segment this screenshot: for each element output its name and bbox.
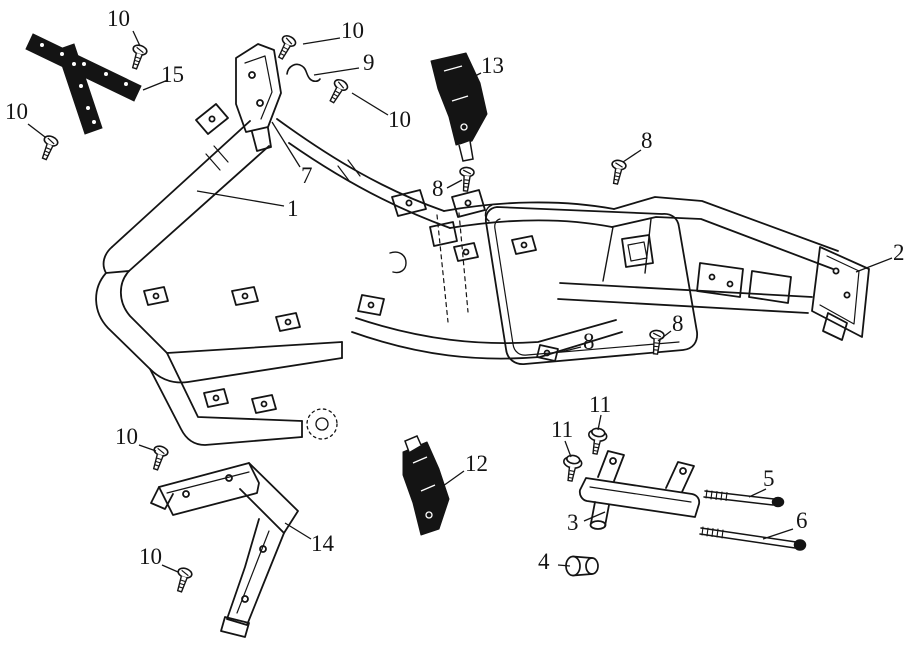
bolt-10-icon: [273, 32, 299, 62]
bolt-10-icon: [36, 133, 60, 163]
callout-part-11: 11: [551, 417, 574, 442]
callout-part-14: 14: [311, 531, 334, 556]
part-4-bushing: [565, 555, 599, 577]
callout-part-3: 3: [567, 510, 579, 535]
callout-part-4: 4: [538, 549, 550, 574]
callout-part-11: 11: [589, 392, 612, 417]
callout-part-1: 1: [287, 196, 299, 221]
bolt-8-icon: [457, 165, 476, 193]
bolt-8-icon: [647, 328, 666, 356]
bolt-8-icon: [607, 158, 628, 186]
callout-part-8: 8: [672, 311, 684, 336]
callout-part-10: 10: [388, 107, 411, 132]
part-12-stand: [402, 435, 450, 536]
callout-part-5: 5: [763, 466, 775, 491]
bolt-11-icon: [584, 426, 609, 457]
part-2-rear-frame: [484, 196, 870, 365]
part-6-long-bolt: [699, 526, 807, 551]
part-15-bracket: [25, 33, 142, 135]
callout-part-8: 8: [641, 128, 653, 153]
callout-part-12: 12: [465, 451, 488, 476]
callout-part-10: 10: [341, 18, 364, 43]
part-5-long-bolt: [703, 489, 785, 508]
leader-lines: [27, 30, 893, 573]
callout-part-6: 6: [796, 508, 808, 533]
bolt-10-icon: [324, 76, 351, 106]
callout-part-10: 10: [5, 99, 28, 124]
callout-part-8: 8: [583, 329, 595, 354]
callout-part-8: 8: [432, 176, 444, 201]
bolt-10-icon: [147, 443, 170, 473]
bolt-11-icon: [559, 453, 584, 484]
callout-part-13: 13: [481, 53, 504, 78]
part-3-engine-bracket: [578, 450, 701, 530]
callout-part-9: 9: [363, 50, 375, 75]
bolt-10-icon: [126, 42, 149, 72]
part-1-main-frame: [95, 43, 623, 446]
callout-part-7: 7: [301, 163, 313, 188]
part-9-clip: [286, 63, 321, 83]
part-8-clamp: [536, 344, 559, 362]
callout-part-10: 10: [107, 6, 130, 31]
callout-part-10: 10: [139, 544, 162, 569]
callout-part-2: 2: [893, 240, 905, 265]
callout-part-10: 10: [115, 424, 138, 449]
part-14-bracket: [150, 462, 299, 638]
part-13-stand: [430, 52, 488, 162]
callout-part-15: 15: [161, 62, 184, 87]
